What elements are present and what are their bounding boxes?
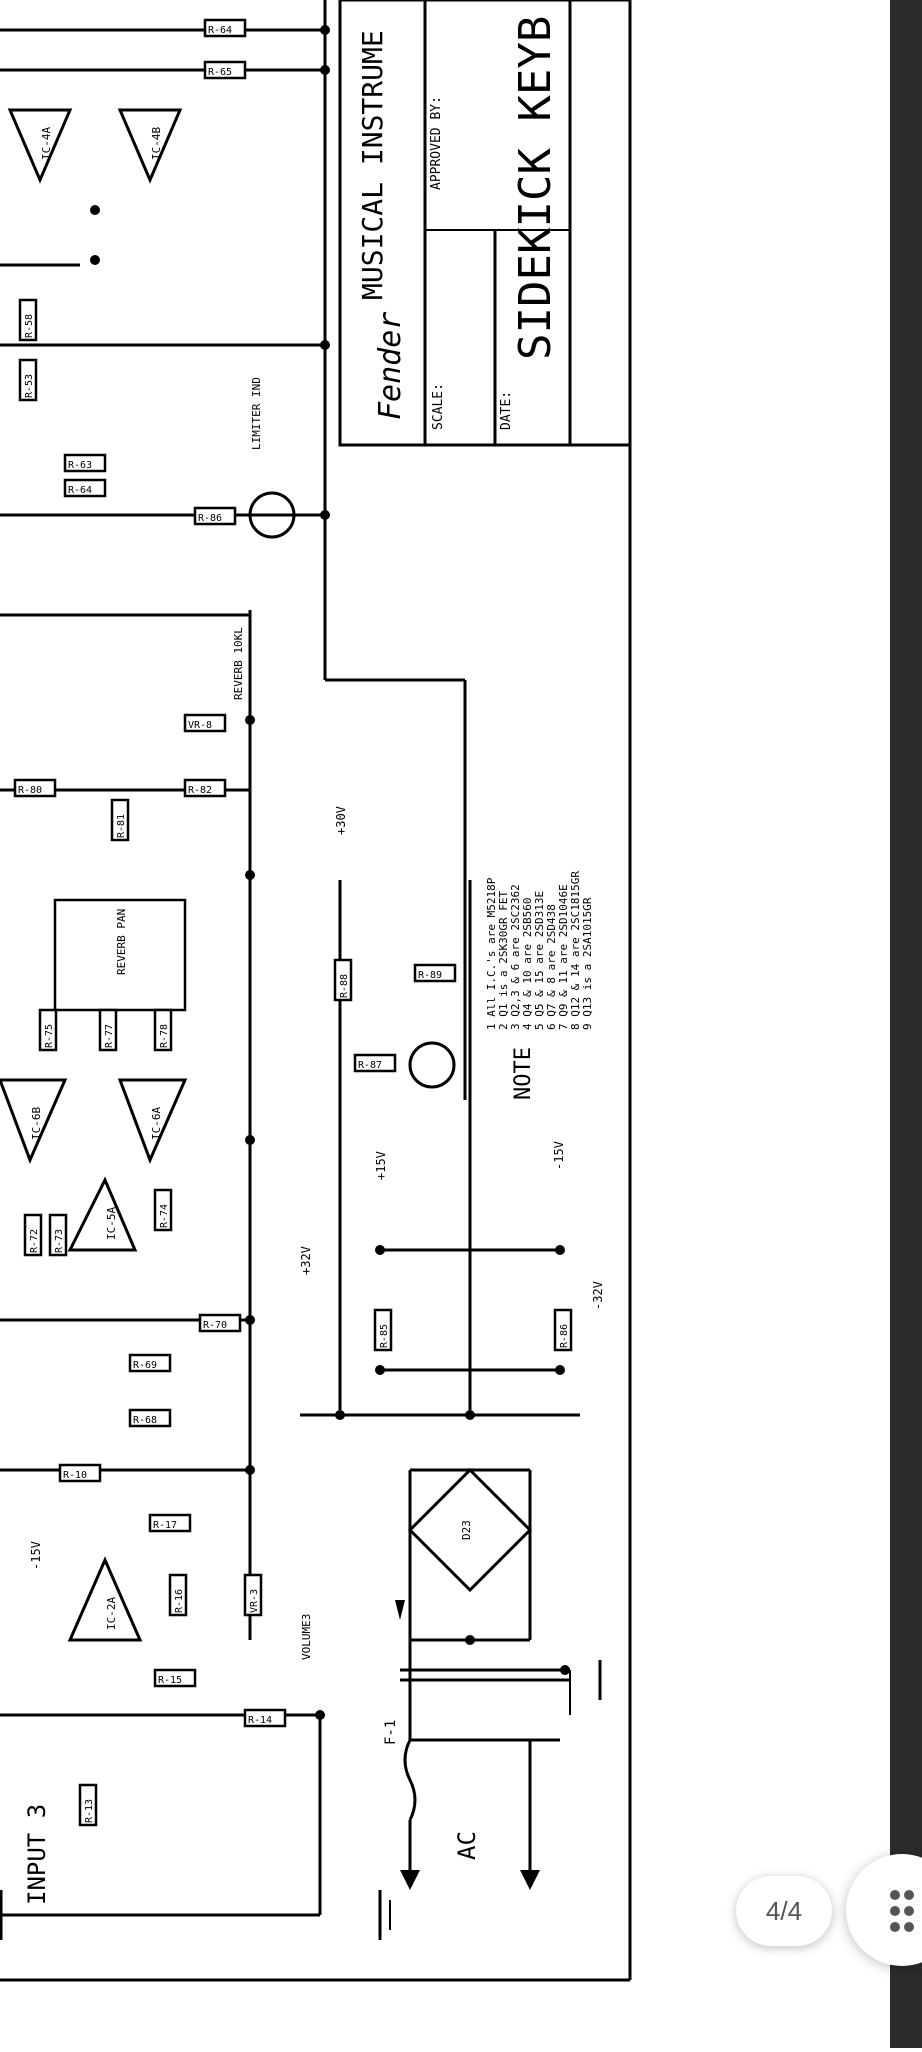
ic-2a-symbol bbox=[67, 1556, 143, 1642]
svg-text:D23: D23 bbox=[460, 1520, 473, 1540]
svg-text:R-85: R-85 bbox=[379, 1324, 390, 1348]
ground-symbols bbox=[0, 1660, 602, 1940]
ic-6b-symbol bbox=[0, 1078, 68, 1164]
note-line-8: 8 Q12 & 14 are 2SC1815GR bbox=[569, 871, 582, 1030]
drawing-title: SIDEKICK KEYB bbox=[510, 16, 561, 360]
ic-2a-label: IC-2A bbox=[105, 1597, 118, 1630]
svg-text:R-75: R-75 bbox=[44, 1024, 55, 1048]
title-block: MUSICAL INSTRUME APPROVED BY: SCALE: DAT… bbox=[338, 0, 632, 447]
svg-text:R-68: R-68 bbox=[133, 1415, 157, 1426]
rail-label-30v: +30V bbox=[334, 806, 348, 835]
led-d20 bbox=[408, 1041, 456, 1089]
svg-text:R-64: R-64 bbox=[68, 485, 92, 496]
ic-4a-symbol bbox=[7, 108, 73, 184]
note-heading: NOTE bbox=[511, 1047, 536, 1100]
led-d18 bbox=[248, 491, 296, 539]
svg-text:R-69: R-69 bbox=[133, 1360, 157, 1371]
svg-text:R-88: R-88 bbox=[339, 974, 350, 998]
ic-6b-label: IC-6B bbox=[30, 1107, 43, 1140]
note-line-4: 4 Q4 & 10 are 2SB560 bbox=[521, 898, 534, 1030]
note-block: NOTE 1 All I.C.'s are M5218P 2 Q1 is a 2… bbox=[485, 871, 594, 1100]
ic-4b-symbol bbox=[117, 108, 183, 184]
rail-label-15v-in: -15V bbox=[29, 1541, 43, 1570]
svg-text:R-81: R-81 bbox=[116, 814, 127, 838]
page-indicator-text: 4/4 bbox=[765, 1895, 803, 1926]
schematic-drawing: MUSICAL INSTRUME APPROVED BY: SCALE: DAT… bbox=[0, 0, 632, 1982]
svg-text:R-86: R-86 bbox=[198, 513, 222, 524]
svg-text:R-64: R-64 bbox=[208, 25, 232, 36]
volume-pot-label: VOLUME3 bbox=[300, 1614, 313, 1660]
ic-4a-label: IC-4A bbox=[40, 127, 53, 160]
svg-text:R-10: R-10 bbox=[63, 1470, 87, 1481]
rail-label-15v-neg: -15V bbox=[552, 1141, 566, 1170]
svg-text:R-89: R-89 bbox=[418, 970, 442, 981]
svg-text:R-80: R-80 bbox=[18, 785, 42, 796]
svg-text:R-16: R-16 bbox=[174, 1589, 185, 1613]
svg-text:R-14: R-14 bbox=[248, 1715, 272, 1726]
svg-text:R-82: R-82 bbox=[188, 785, 212, 796]
reverb-pan-box bbox=[53, 898, 187, 1012]
svg-text:R-13: R-13 bbox=[84, 1799, 95, 1823]
diode-bridge-d23: D23 bbox=[407, 1467, 533, 1593]
svg-text:R-77: R-77 bbox=[104, 1024, 115, 1048]
svg-text:R-58: R-58 bbox=[24, 314, 35, 338]
fuse-label: F-1 bbox=[383, 1720, 399, 1745]
note-line-1: 1 All I.C.'s are M5218P bbox=[485, 877, 498, 1030]
ic-6a-symbol bbox=[117, 1078, 188, 1164]
brand-logo: Fender bbox=[373, 312, 408, 420]
svg-text:R-74: R-74 bbox=[159, 1204, 170, 1228]
fuse-symbol bbox=[403, 1739, 417, 1821]
rail-label-32v-pos: +32V bbox=[299, 1246, 313, 1275]
reverb-pot-label: REVERB 10KL bbox=[232, 627, 245, 700]
note-line-5: 5 Q5 & 15 are 2SD313E bbox=[533, 891, 546, 1030]
svg-text:R-87: R-87 bbox=[358, 1060, 382, 1071]
note-line-7: 7 Q9 & 11 are 2SD1046E bbox=[557, 884, 570, 1030]
scale-label: SCALE: bbox=[431, 383, 446, 430]
rail-label-15v-pos: +15V bbox=[374, 1151, 388, 1180]
page-indicator: 4/4 bbox=[736, 1876, 832, 1946]
svg-text:R-70: R-70 bbox=[203, 1320, 227, 1331]
input-3-label: INPUT 3 bbox=[23, 1804, 51, 1905]
svg-text:VR-3: VR-3 bbox=[249, 1589, 260, 1613]
note-line-6: 6 Q7 & 8 are 2SD438 bbox=[545, 904, 558, 1030]
junction-dots bbox=[90, 25, 570, 1720]
svg-text:VR-8: VR-8 bbox=[188, 720, 212, 731]
note-line-2: 2 Q1 is a 2SK30GR FET bbox=[497, 891, 510, 1030]
date-label: DATE: bbox=[499, 391, 514, 430]
svg-text:R-72: R-72 bbox=[29, 1229, 40, 1253]
svg-text:R-17: R-17 bbox=[153, 1520, 177, 1531]
limiter-label: LIMITER IND bbox=[250, 377, 263, 450]
note-line-9: 9 Q13 is a 2SA1015GR bbox=[581, 897, 594, 1030]
rail-label-32v-neg: -32V bbox=[591, 1281, 605, 1310]
company-name: MUSICAL INSTRUME bbox=[356, 30, 389, 300]
scrollbar[interactable] bbox=[890, 0, 922, 2048]
schematic-page: MUSICAL INSTRUME APPROVED BY: SCALE: DAT… bbox=[0, 0, 632, 1982]
ic-5a-label: IC-5A bbox=[105, 1207, 118, 1240]
op-amps bbox=[0, 108, 188, 1642]
ic-6a-label: IC-6A bbox=[150, 1107, 163, 1140]
approved-by-label: APPROVED BY: bbox=[429, 96, 444, 190]
svg-text:R-15: R-15 bbox=[158, 1675, 182, 1686]
svg-text:R-65: R-65 bbox=[208, 67, 232, 78]
ac-label: AC bbox=[453, 1831, 481, 1860]
grid-view-icon bbox=[890, 1890, 922, 1932]
note-line-3: 3 Q2,3 & 6 are 2SC2362 bbox=[509, 884, 522, 1030]
svg-text:R-78: R-78 bbox=[159, 1024, 170, 1048]
svg-text:R-53: R-53 bbox=[24, 374, 35, 398]
svg-text:R-86: R-86 bbox=[559, 1324, 570, 1348]
reverb-pan-label: REVERB PAN bbox=[115, 909, 128, 975]
ic-4b-label: IC-4B bbox=[150, 127, 163, 160]
svg-text:R-63: R-63 bbox=[68, 460, 92, 471]
resistors: R-64 R-65 R-58 R-53 R-63 R-64 R-86 R-80 … bbox=[13, 18, 573, 1827]
ic-5a-symbol bbox=[67, 1176, 138, 1252]
svg-text:R-73: R-73 bbox=[54, 1229, 65, 1253]
